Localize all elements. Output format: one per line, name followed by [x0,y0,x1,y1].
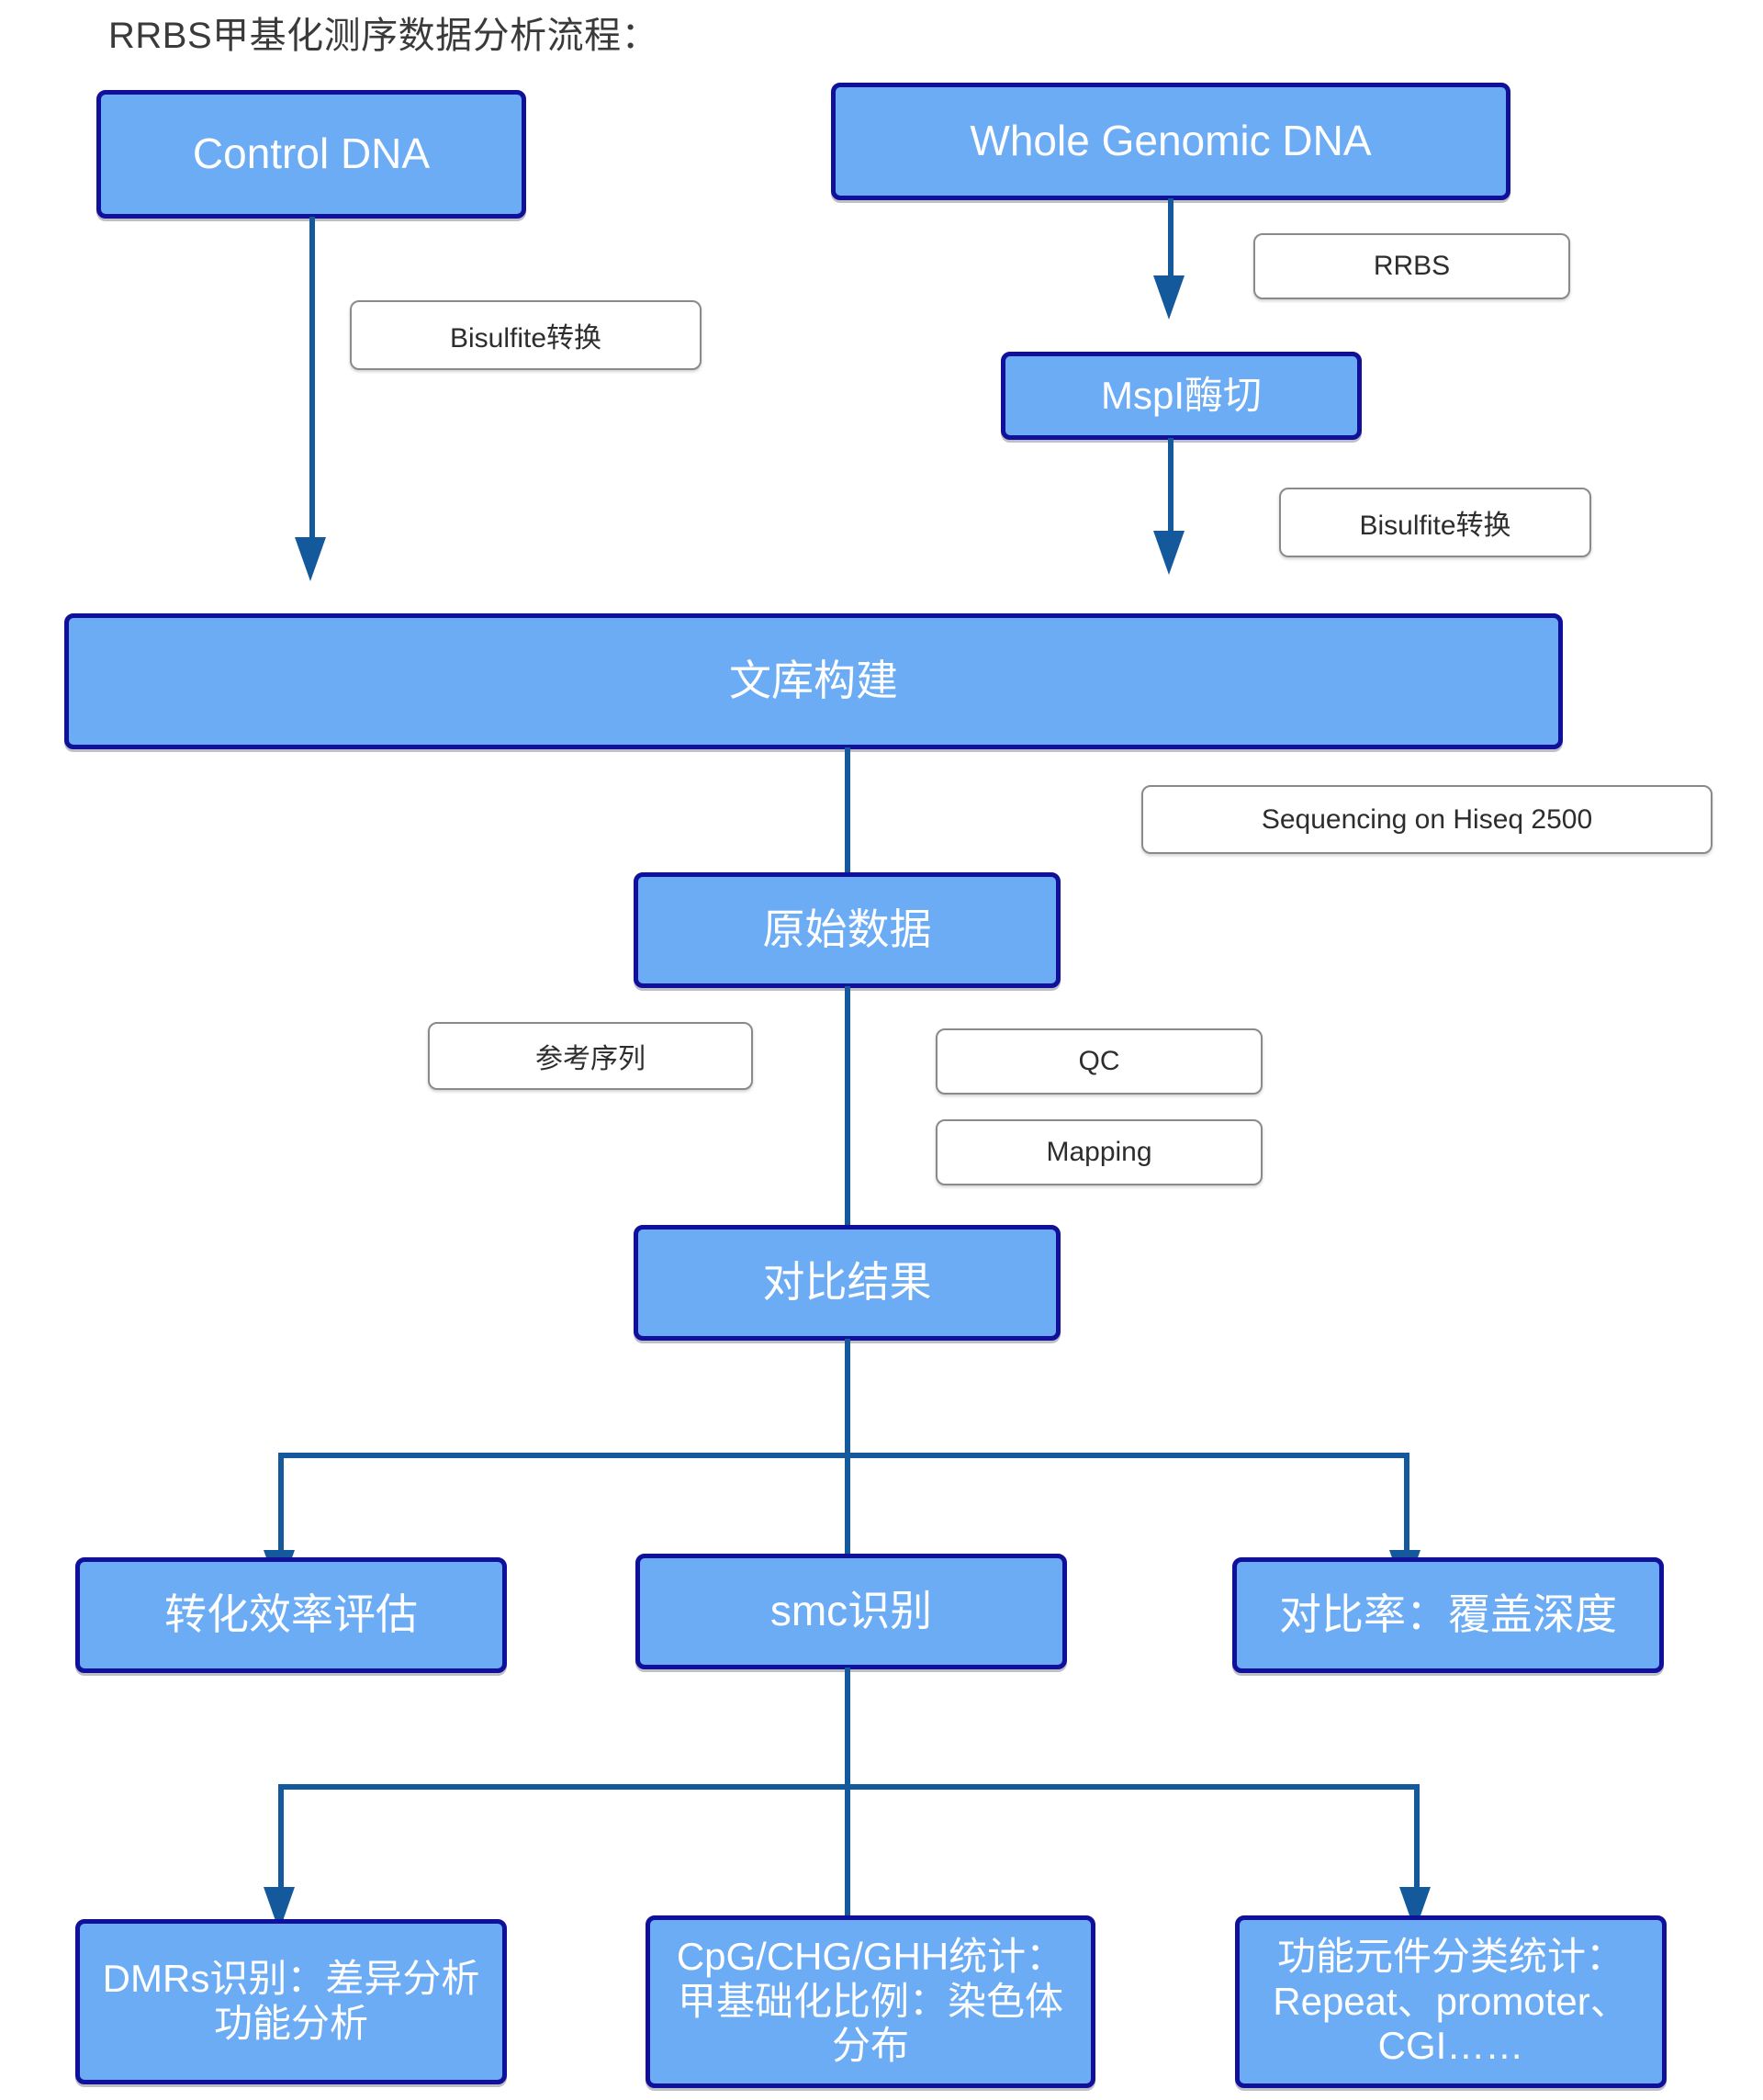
connector-smc-stem [845,1668,850,1925]
connector-wgdna-to-mspi [1168,198,1173,288]
annotation-rrbs-label: RRBS [1373,251,1451,281]
node-mapping-rate-label: 对比率：覆盖深度 [1279,1590,1617,1639]
node-cpg-stats-line-2: 甲基础化比例：染色体 [677,1979,1063,2023]
connector-control-dna-to-library [309,217,315,543]
node-library-construction[interactable]: 文库构建 [64,613,1563,749]
node-mapping-rate[interactable]: 对比率：覆盖深度 [1232,1557,1664,1673]
connector-mappingresult-branch-bar [278,1453,1409,1458]
annotation-mapping: Mapping [936,1119,1263,1185]
annotation-bisulfite-left-label: Bisulfite转换 [449,323,602,354]
annotation-rrbs: RRBS [1253,233,1570,299]
annotation-mapping-label: Mapping [1046,1137,1152,1167]
annotation-reference-sequence-label: 参考序列 [535,1044,646,1074]
connector-library-to-rawdata [845,747,850,874]
page-title: RRBS甲基化测序数据分析流程： [108,16,659,56]
node-mspi[interactable]: MspI酶切 [1001,352,1362,440]
node-mapping-result-label: 对比结果 [762,1258,932,1307]
connector-smc-branch-left-drop [278,1784,284,1936]
node-mapping-result[interactable]: 对比结果 [634,1225,1061,1341]
node-whole-genomic-dna[interactable]: Whole Genomic DNA [831,83,1510,200]
connector-rawdata-to-mappingresult [845,986,850,1226]
node-smc-identification[interactable]: smc识别 [635,1554,1067,1669]
node-functional-element-stats-line-3: CGI…… [1377,2024,1524,2068]
node-cpg-stats[interactable]: CpG/CHG/GHH统计： 甲基础化比例：染色体 分布 [646,1915,1095,2088]
connector-smc-branch-bar [278,1784,1420,1790]
node-cpg-stats-label: CpG/CHG/GHH统计： 甲基础化比例：染色体 分布 [659,1935,1082,2069]
node-raw-data[interactable]: 原始数据 [634,872,1061,988]
node-functional-element-stats-label: 功能元件分类统计： Repeat、promoter、 CGI…… [1249,1935,1653,2069]
annotation-sequencing-label: Sequencing on Hiseq 2500 [1261,803,1593,835]
annotation-qc-label: QC [1078,1046,1120,1076]
node-functional-element-stats-line-1: 功能元件分类统计： [1276,1934,1624,1978]
node-dmrs[interactable]: DMRs识别：差异分析 功能分析 [75,1919,507,2084]
annotation-bisulfite-left: Bisulfite转换 [350,300,702,370]
node-dmrs-label: DMRs识别：差异分析 功能分析 [89,1957,493,2046]
node-functional-element-stats-line-2: Repeat、promoter、 [1273,1979,1629,2023]
node-smc-identification-label: smc识别 [769,1587,933,1635]
node-dmrs-line-1: DMRs识别：差异分析 [102,1957,480,2001]
node-raw-data-label: 原始数据 [762,905,932,954]
arrowhead-wgdna-to-mspi [1153,275,1185,320]
node-cpg-stats-line-3: 分布 [831,2024,909,2068]
annotation-sequencing: Sequencing on Hiseq 2500 [1141,785,1712,854]
annotation-bisulfite-right: Bisulfite转换 [1279,488,1591,557]
annotation-bisulfite-right-label: Bisulfite转换 [1359,511,1511,541]
connector-mappingresult-stem [845,1339,850,1578]
annotation-qc: QC [936,1028,1263,1095]
connector-branch-right-drop [1404,1453,1409,1598]
node-whole-genomic-dna-label: Whole Genomic DNA [970,117,1372,165]
connector-mspi-to-library [1168,438,1173,544]
arrowhead-mspi-to-library [1153,531,1185,575]
node-mspi-label: MspI酶切 [1100,373,1262,417]
node-control-dna-label: Control DNA [192,129,431,178]
node-conversion-efficiency[interactable]: 转化效率评估 [75,1557,507,1673]
node-dmrs-line-2: 功能分析 [213,2002,368,2045]
node-conversion-efficiency-label: 转化效率评估 [164,1590,418,1639]
node-functional-element-stats[interactable]: 功能元件分类统计： Repeat、promoter、 CGI…… [1235,1915,1667,2088]
node-control-dna[interactable]: Control DNA [96,90,526,219]
arrowhead-control-dna-to-library [295,537,326,581]
node-library-construction-label: 文库构建 [729,657,898,705]
node-cpg-stats-line-1: CpG/CHG/GHH统计： [676,1934,1065,1978]
connector-branch-left-drop [278,1453,284,1598]
annotation-reference-sequence: 参考序列 [428,1022,753,1090]
connector-smc-branch-right-drop [1414,1784,1420,1936]
